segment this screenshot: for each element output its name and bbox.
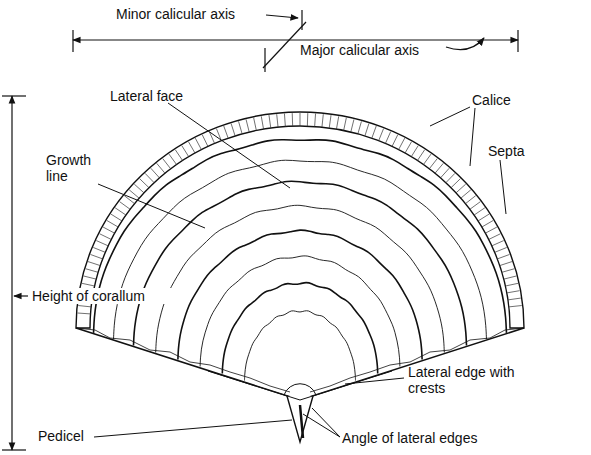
part-label: Lateral face — [110, 88, 220, 104]
part-label: Minor calicular axis — [116, 6, 266, 22]
angle-line — [300, 371, 392, 400]
part-label: Angle of lateral edges — [342, 430, 542, 446]
growth-lines — [94, 140, 507, 381]
height-dimension — [2, 96, 28, 450]
part-label: Pedicel — [38, 428, 98, 444]
corallum — [76, 112, 524, 442]
edge-crests — [76, 328, 290, 392]
part-label: Septa — [488, 143, 548, 159]
pedicel-shade — [300, 405, 303, 438]
pedicel — [287, 396, 313, 442]
part-label: Growth line — [46, 152, 102, 184]
angle-arc — [284, 384, 316, 395]
angle-line — [208, 371, 300, 400]
part-label: Major calicular axis — [300, 42, 450, 58]
part-label: Lateral edge with crests — [408, 364, 548, 396]
part-label: Height of corallum — [30, 288, 184, 304]
part-label: Calice — [472, 92, 542, 108]
